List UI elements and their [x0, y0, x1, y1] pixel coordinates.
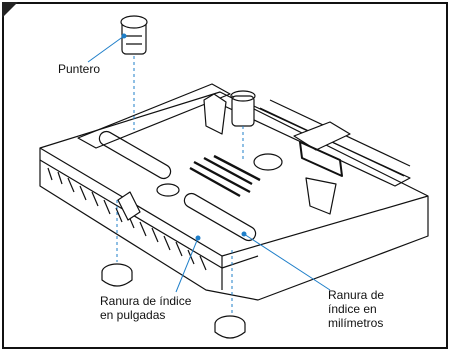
callout-line-pointer [87, 35, 125, 63]
label-inch-line1: Ranura de índice [100, 294, 192, 308]
base-plate [39, 91, 429, 301]
track-left [77, 83, 231, 149]
corner-mark [2, 2, 18, 18]
plate-wedge [117, 191, 141, 221]
callout-line-mm [243, 233, 331, 291]
center-hole [156, 183, 180, 197]
label-inch-index-slot: Ranura de índice en pulgadas [100, 294, 191, 322]
left-clamp [203, 93, 227, 135]
label-mm-line1: Ranura de [328, 288, 385, 302]
label-mm-line3: milímetros [328, 316, 384, 330]
inch-index-slot [98, 130, 172, 180]
label-mm-index-slot: Ranura de índice en milímetros [328, 288, 384, 330]
label-inch-line2: en pulgadas [100, 308, 166, 322]
callout-line-inch [175, 237, 199, 293]
mm-index-slot [183, 192, 257, 242]
label-mm-line2: índice en [328, 302, 377, 316]
label-pointer: Puntero [58, 62, 101, 76]
